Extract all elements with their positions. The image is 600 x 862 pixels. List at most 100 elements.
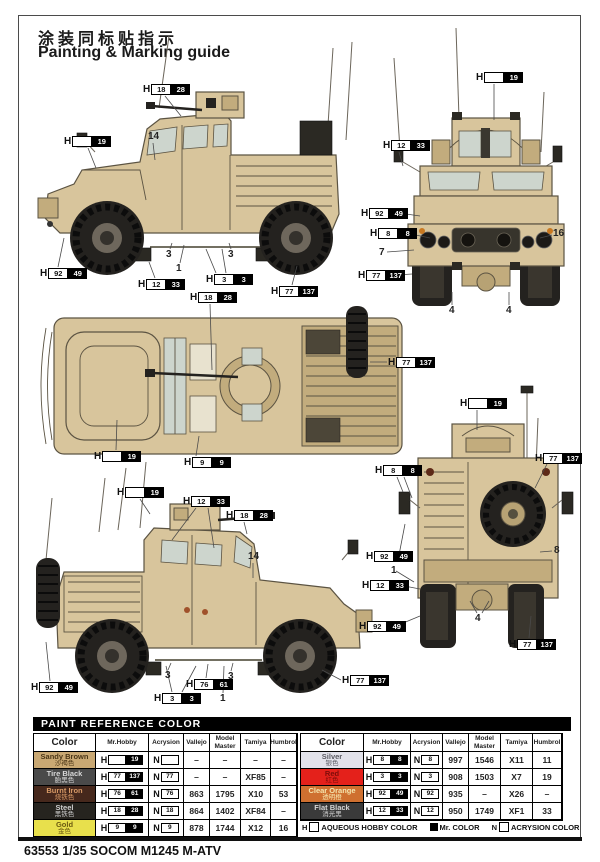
front-view-illustration	[393, 27, 565, 306]
part-number-callout: 14	[148, 131, 160, 142]
page-title-english: Painting & Marking guide	[38, 44, 231, 61]
paint-table-banner: PAINT REFERENCE COLOR	[33, 717, 571, 731]
part-number-callout: 7	[379, 247, 385, 258]
side-view-left-illustration	[37, 35, 353, 275]
column-header: Color	[301, 734, 364, 752]
part-number-callout: 3	[228, 671, 234, 682]
column-header: Humbrol	[533, 734, 562, 752]
part-number-callout: 16	[553, 228, 565, 239]
column-header: Humbrol	[271, 734, 297, 752]
paint-value-cell: –	[271, 769, 297, 786]
paint-value-cell: 1503	[469, 769, 501, 786]
paint-value-cell: –	[210, 769, 241, 786]
paint-value-cell: 1795	[210, 786, 241, 803]
column-header: Acrysion	[149, 734, 184, 752]
paint-value-cell: –	[533, 786, 562, 803]
paint-value-cell: –	[271, 803, 297, 820]
part-number-callout: 1	[176, 263, 182, 274]
callout-leader-lines	[45, 84, 553, 694]
column-header: Model Master	[210, 734, 241, 752]
wheel	[263, 619, 337, 693]
paint-value-cell: 1402	[210, 803, 241, 820]
part-number-callout: 3	[165, 670, 171, 681]
column-header: Mr.Hobby	[364, 734, 411, 752]
paint-value-cell: 1546	[469, 752, 501, 769]
column-header: Tamiya	[501, 734, 533, 752]
column-header: Acrysion	[411, 734, 443, 752]
wheel	[75, 619, 149, 693]
paint-value-cell: X7	[501, 769, 533, 786]
paint-value-cell: 950	[443, 803, 469, 820]
paint-value-cell: 53	[271, 786, 297, 803]
paint-value-cell: –	[184, 769, 210, 786]
paint-value-cell: –	[210, 752, 241, 769]
wheel	[259, 201, 333, 275]
part-number-callout: 3	[166, 249, 172, 260]
paint-value-cell: 864	[184, 803, 210, 820]
footer-divider-line	[18, 837, 582, 841]
side-view-right-illustration	[36, 461, 373, 693]
paint-value-cell: 935	[443, 786, 469, 803]
empty-box-icon	[498, 822, 509, 832]
part-number-callout: 4	[506, 305, 512, 316]
paint-value-cell: X26	[501, 786, 533, 803]
column-header: Model Master	[469, 734, 501, 752]
part-number-callout: 14	[248, 551, 260, 562]
kit-number-caption: 63553 1/35 SOCOM M1245 M-ATV	[24, 844, 222, 858]
paint-value-cell: –	[184, 752, 210, 769]
paint-value-cell: XF84	[241, 803, 271, 820]
paint-value-cell: –	[241, 752, 271, 769]
paint-value-cell: 11	[533, 752, 562, 769]
page-title-chinese: 涂装同标贴指示	[38, 31, 179, 48]
paint-value-cell: X12	[241, 820, 271, 837]
paint-value-cell: 19	[533, 769, 562, 786]
acrysion-cell: N	[149, 752, 184, 769]
paint-value-cell: X10	[241, 786, 271, 803]
paint-value-cell: 16	[271, 820, 297, 837]
paint-value-cell: –	[469, 786, 501, 803]
filled-box-icon	[429, 823, 438, 831]
